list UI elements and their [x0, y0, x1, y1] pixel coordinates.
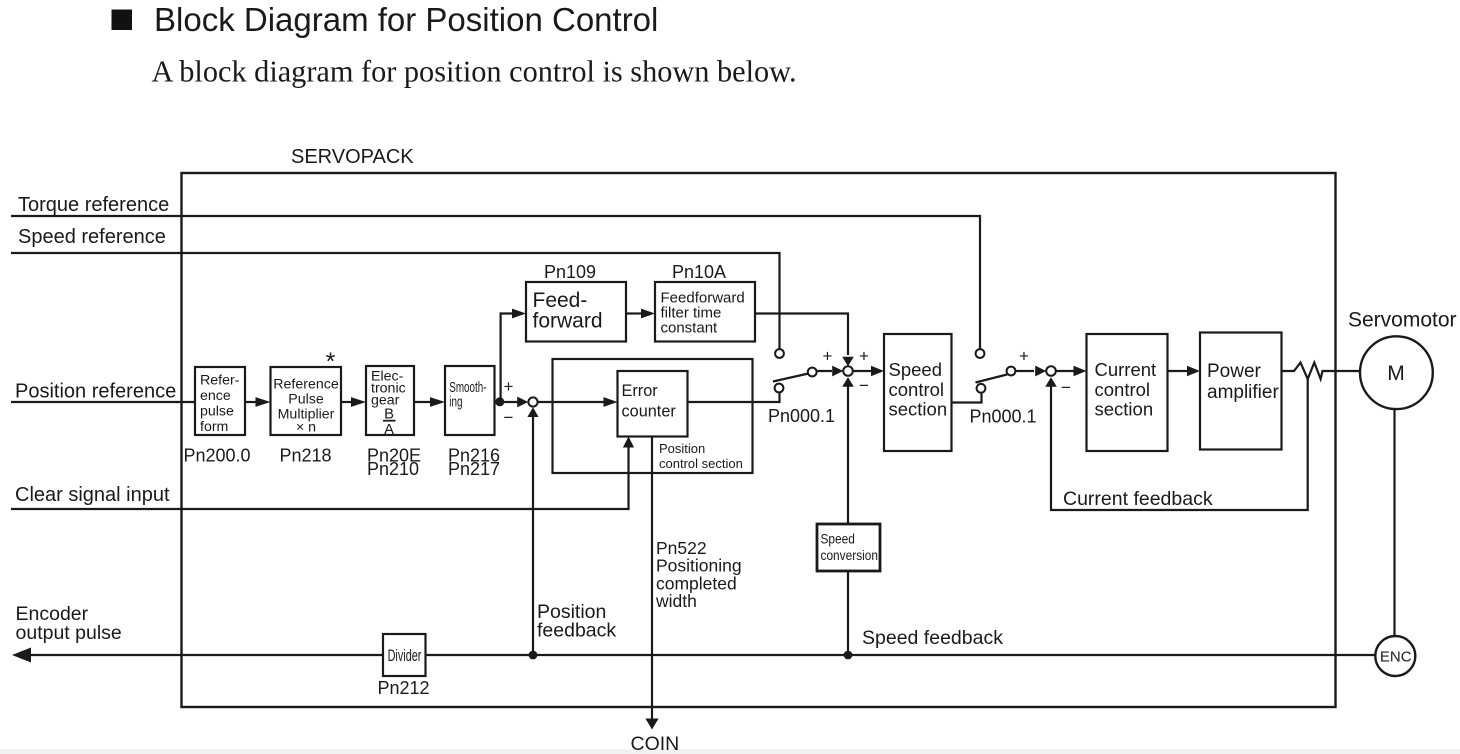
svg-text:Elec-: Elec- [371, 369, 404, 385]
svg-text:Speed feedback: Speed feedback [862, 627, 1003, 649]
svg-text:ing: ing [449, 394, 462, 410]
svg-text:Feed-: Feed- [533, 289, 588, 312]
svg-text:Position: Position [537, 601, 606, 623]
svg-text:filter time: filter time [661, 305, 722, 322]
svg-text:Pn210: Pn210 [367, 459, 419, 479]
svg-text:COIN: COIN [631, 733, 680, 754]
svg-text:Position reference: Position reference [15, 381, 176, 403]
svg-text:conversion: conversion [821, 547, 879, 563]
svg-text:× n: × n [296, 420, 316, 436]
svg-text:Servomotor: Servomotor [1348, 309, 1457, 332]
svg-text:Positioning: Positioning [656, 556, 742, 576]
svg-text:section: section [889, 399, 948, 420]
svg-text:pulse: pulse [200, 404, 234, 420]
svg-text:Speed: Speed [889, 359, 943, 380]
svg-text:−: − [504, 408, 514, 427]
svg-text:Current: Current [1095, 359, 1157, 380]
svg-text:B: B [384, 407, 394, 423]
svg-text:form: form [200, 419, 228, 435]
svg-text:Smooth-: Smooth- [449, 379, 486, 395]
svg-text:feedback: feedback [537, 620, 616, 642]
svg-text:SERVOPACK: SERVOPACK [291, 146, 414, 168]
svg-text:Encoder: Encoder [16, 603, 89, 625]
svg-text:output pulse: output pulse [16, 622, 122, 644]
svg-text:Multiplier: Multiplier [278, 407, 335, 423]
svg-text:Current feedback: Current feedback [1063, 488, 1213, 510]
svg-text:constant: constant [661, 320, 719, 337]
svg-text:gear: gear [371, 393, 400, 409]
svg-text:Clear signal input: Clear signal input [15, 484, 170, 506]
svg-text:Pn20E: Pn20E [367, 446, 421, 466]
svg-text:Power: Power [1207, 361, 1262, 382]
svg-text:Error: Error [622, 382, 659, 400]
svg-text:Block Diagram for Position Con: Block Diagram for Position Control [154, 1, 658, 38]
svg-text:+: + [823, 347, 833, 366]
svg-text:Torque reference: Torque reference [18, 194, 169, 216]
svg-text:A: A [384, 422, 394, 438]
svg-text:control section: control section [659, 456, 743, 471]
svg-text:forward: forward [533, 310, 603, 333]
svg-text:Pn212: Pn212 [378, 678, 430, 698]
svg-text:Pn200.0: Pn200.0 [184, 446, 251, 466]
svg-text:Speed: Speed [821, 531, 855, 547]
svg-text:Refer-: Refer- [200, 373, 240, 389]
svg-text:+: + [1019, 347, 1029, 366]
svg-text:Pn216: Pn216 [448, 446, 500, 466]
svg-text:counter: counter [622, 403, 677, 421]
svg-text:completed: completed [656, 573, 737, 593]
svg-text:+: + [859, 347, 869, 366]
svg-text:Position: Position [659, 441, 705, 456]
svg-text:Pn218: Pn218 [280, 446, 332, 466]
svg-text:width: width [655, 591, 697, 611]
svg-text:tronic: tronic [371, 381, 406, 397]
svg-text:Pn522: Pn522 [656, 538, 707, 558]
svg-text:Pn217: Pn217 [448, 459, 500, 479]
svg-text:Divider: Divider [388, 646, 422, 665]
svg-text:ence: ence [200, 388, 231, 404]
svg-text:Reference: Reference [273, 377, 339, 393]
svg-text:A block diagram for position c: A block diagram for position control is … [152, 55, 797, 89]
svg-text:control: control [1095, 379, 1151, 400]
svg-text:M: M [1387, 362, 1405, 385]
svg-text:*: * [326, 348, 336, 376]
svg-text:−: − [859, 376, 869, 395]
svg-text:Pn000.1: Pn000.1 [970, 407, 1037, 427]
svg-text:Feedforward: Feedforward [661, 290, 745, 307]
svg-text:section: section [1095, 399, 1154, 420]
svg-text:+: + [504, 377, 514, 396]
svg-text:Pn109: Pn109 [544, 262, 596, 282]
svg-text:Speed reference: Speed reference [18, 226, 166, 248]
svg-text:control: control [889, 379, 945, 400]
svg-text:Pn10A: Pn10A [672, 262, 726, 282]
svg-text:ENC: ENC [1380, 648, 1412, 665]
svg-text:Pn000.1: Pn000.1 [768, 406, 835, 426]
svg-text:−: − [1061, 378, 1071, 397]
svg-text:Pulse: Pulse [288, 392, 324, 408]
svg-text:amplifier: amplifier [1207, 382, 1279, 403]
